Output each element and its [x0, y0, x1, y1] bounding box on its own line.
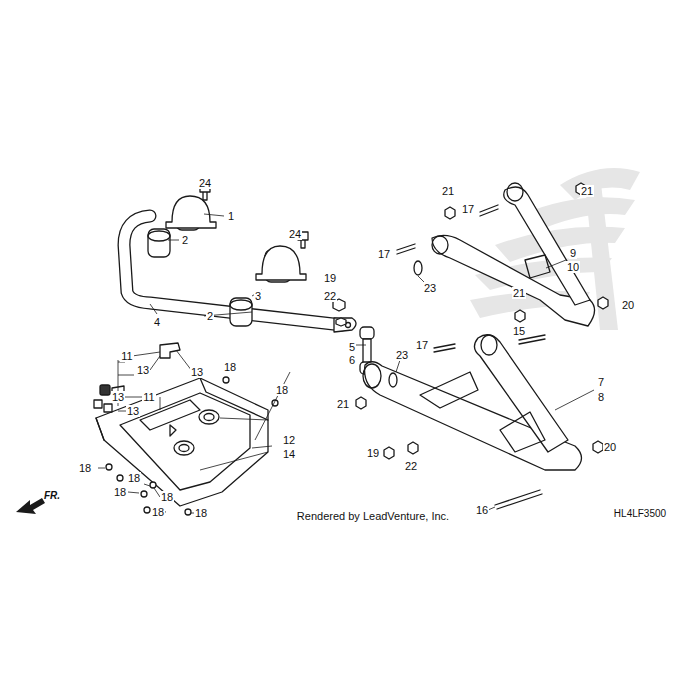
callout-number: 13	[190, 366, 204, 378]
callout-number: 16	[475, 504, 489, 516]
callout-number: 18	[127, 472, 141, 484]
callout-number: 23	[395, 349, 409, 361]
callout-number: 20	[621, 299, 635, 311]
callout-number: 18	[113, 486, 127, 498]
diagram-code: HL4LF3500	[613, 508, 667, 520]
callout-number: 20	[603, 441, 617, 453]
callout-number: 13	[126, 405, 140, 417]
callout-number: 24	[288, 228, 302, 240]
callout-number: 9	[569, 247, 577, 259]
callout-number: 18	[78, 462, 92, 474]
front-arrow	[16, 498, 45, 514]
direction-label: FR.	[43, 490, 61, 502]
callout-number: 17	[415, 339, 429, 351]
callout-number: 22	[323, 290, 337, 302]
callout-number: 13	[111, 391, 125, 403]
callout-number: 17	[461, 203, 475, 215]
callout-number: 18	[194, 507, 208, 519]
callout-number: 3	[254, 290, 262, 302]
callout-number: 1	[227, 210, 235, 222]
callout-number: 6	[348, 354, 356, 366]
callout-number: 24	[198, 177, 212, 189]
callout-number: 18	[151, 506, 165, 518]
leader-lines	[98, 214, 594, 513]
callout-number: 14	[282, 448, 296, 460]
callout-number: 2	[206, 310, 214, 322]
callout-number: 8	[597, 391, 605, 403]
callout-number: 19	[366, 447, 380, 459]
callout-number: 15	[512, 325, 526, 337]
callout-number: 11	[142, 391, 155, 403]
callout-number: 18	[223, 361, 237, 373]
callout-number: 13	[136, 364, 150, 376]
callout-number: 21	[512, 287, 526, 299]
callout-number: 21	[336, 398, 350, 410]
callout-number: 22	[404, 460, 418, 472]
callout-number: 18	[275, 384, 289, 396]
credit-text: Rendered by LeadVenture, Inc.	[296, 510, 450, 522]
callout-number: 12	[282, 434, 296, 446]
callout-number: 4	[153, 316, 161, 328]
callout-number: 17	[377, 248, 391, 260]
callout-number: 10	[566, 261, 580, 273]
callout-number: 18	[160, 491, 174, 503]
callout-number: 23	[423, 282, 437, 294]
callout-number: 21	[580, 185, 594, 197]
callout-number: 19	[323, 272, 337, 284]
callout-number: 2	[181, 234, 189, 246]
callout-number: 21	[441, 185, 455, 197]
callout-number: 7	[597, 376, 605, 388]
callout-number: 5	[348, 341, 356, 353]
callout-number: 11	[120, 350, 133, 362]
